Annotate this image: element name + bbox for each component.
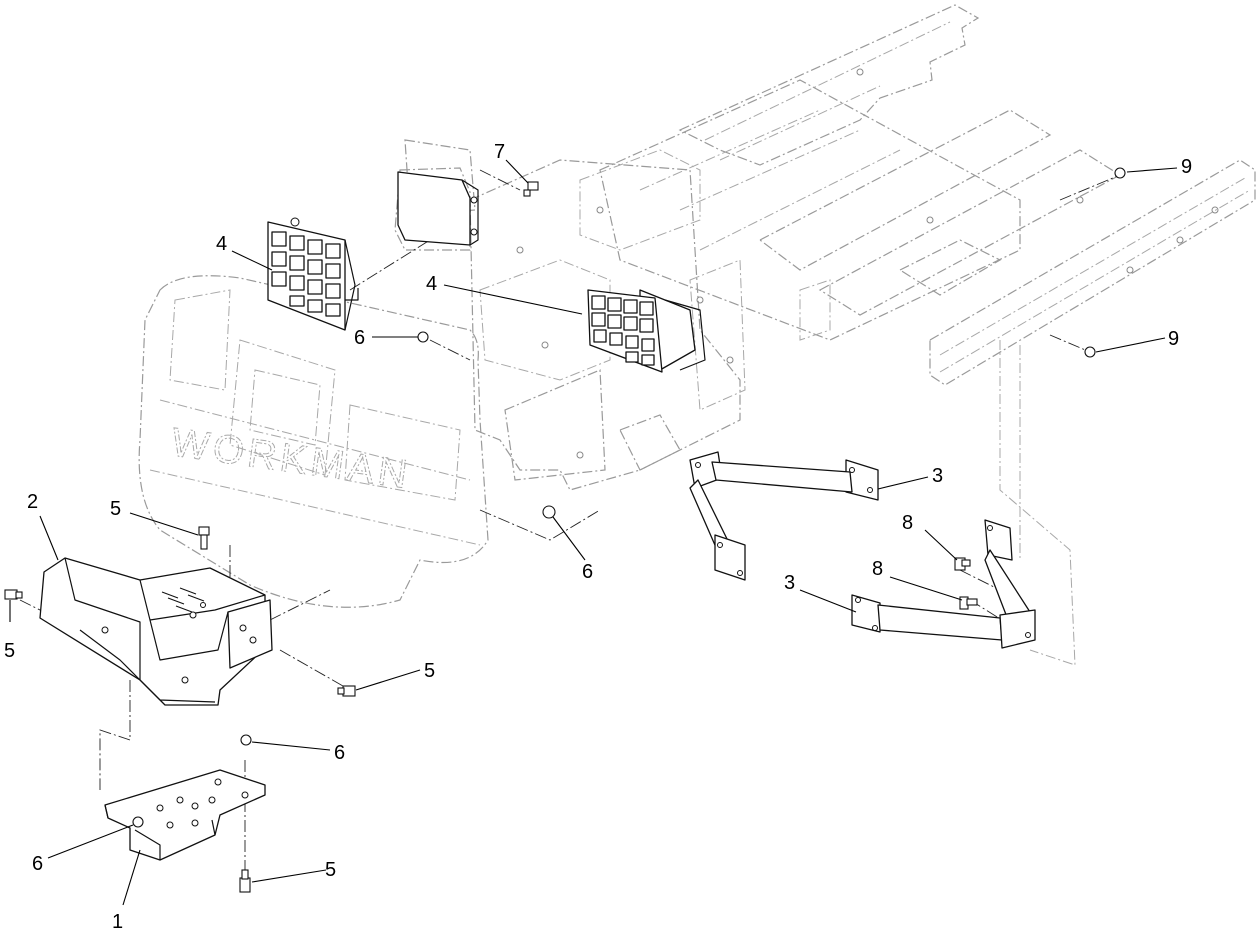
nut-6-upper bbox=[417, 331, 429, 343]
bolt-5-left bbox=[4, 589, 23, 600]
headlamp-left bbox=[397, 171, 479, 246]
callout-9-lower: 9 bbox=[1168, 328, 1179, 350]
callout-4-right: 4 bbox=[426, 273, 437, 295]
bolt-5-bottom bbox=[239, 869, 251, 893]
nut-9-upper bbox=[1114, 167, 1126, 179]
callout-5-bottom: 5 bbox=[325, 859, 336, 881]
callout-8-lower: 8 bbox=[872, 558, 883, 580]
callout-3-lower: 3 bbox=[784, 572, 795, 594]
support-strut-lower bbox=[851, 519, 1036, 649]
bolt-8-upper bbox=[954, 557, 971, 571]
vehicle-frame-phantom bbox=[394, 4, 1256, 666]
callout-5-top: 5 bbox=[110, 498, 121, 520]
callout-6-left: 6 bbox=[32, 853, 43, 875]
leader-lines bbox=[9, 159, 1178, 906]
callout-6-right: 6 bbox=[334, 742, 345, 764]
callout-labels: 1 2 3 3 4 4 5 5 5 5 6 6 6 6 7 8 8 9 9 bbox=[4, 141, 1192, 933]
support-strut-upper bbox=[689, 451, 879, 581]
bolt-7 bbox=[523, 181, 539, 197]
callout-6-upper: 6 bbox=[354, 327, 365, 349]
base-plate bbox=[104, 769, 266, 861]
callout-6-center: 6 bbox=[582, 561, 593, 583]
hardware bbox=[4, 167, 1126, 893]
nut-6-right bbox=[240, 734, 252, 746]
assembly-center-lines bbox=[19, 169, 1121, 880]
callout-9-upper: 9 bbox=[1181, 156, 1192, 178]
callout-3-upper: 3 bbox=[932, 465, 943, 487]
callout-5-mid: 5 bbox=[424, 660, 435, 682]
nut-9-lower bbox=[1084, 346, 1096, 358]
callout-1: 1 bbox=[112, 911, 123, 933]
front-bumper-phantom: WORKMAN bbox=[138, 275, 489, 608]
callout-4-left: 4 bbox=[216, 233, 227, 255]
bumper-lettering: WORKMAN bbox=[169, 420, 414, 497]
mount-bracket-assembly bbox=[39, 557, 273, 706]
bolt-5-top bbox=[198, 526, 210, 550]
lamp-guard-left bbox=[267, 217, 359, 331]
nut-6-left bbox=[132, 816, 144, 828]
nut-6-center bbox=[542, 505, 556, 519]
callout-5-left: 5 bbox=[4, 640, 15, 662]
bolt-5-mid bbox=[337, 685, 356, 697]
bolt-8-lower bbox=[959, 596, 978, 610]
callout-8-upper: 8 bbox=[902, 512, 913, 534]
callout-2: 2 bbox=[27, 491, 38, 513]
callout-7: 7 bbox=[494, 141, 505, 163]
lamp-guard-right bbox=[587, 289, 706, 373]
